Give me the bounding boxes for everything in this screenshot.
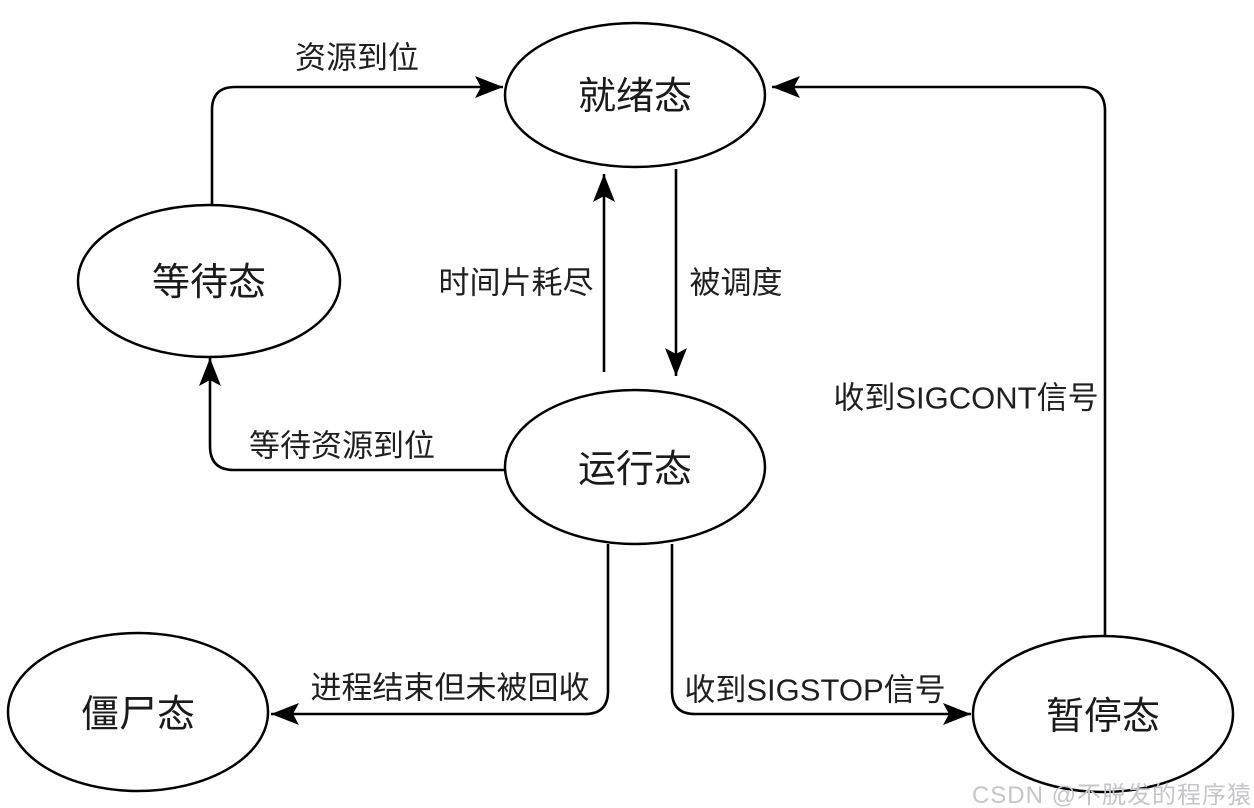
- node-paused-label: 暂停态: [1046, 696, 1160, 738]
- edge-label-paused-to-ready: 收到SIGCONT信号: [833, 381, 1098, 416]
- watermark: CSDN @不脱发的程序猿: [971, 782, 1252, 808]
- edge-label-ready-to-running: 被调度: [690, 266, 783, 301]
- node-zombie-label: 僵尸态: [81, 694, 195, 736]
- edge-label-running-to-waiting: 等待资源到位: [249, 429, 435, 464]
- edge-label-running-to-paused: 收到SIGSTOP信号: [684, 673, 945, 708]
- edge-waiting-to-ready: [210, 76, 503, 204]
- edge-label-group: 资源到位 时间片耗尽 被调度 等待资源到位 收到SIGCONT信号 进程结束但未…: [249, 41, 1099, 708]
- edge-label-running-to-zombie: 进程结束但未被回收: [311, 671, 590, 706]
- edge-running-to-waiting: [199, 358, 505, 472]
- edge-group: [199, 76, 1107, 725]
- edge-paused-to-ready: [772, 76, 1107, 636]
- node-group: 就绪态 等待态 运行态 僵尸态 暂停态: [6, 21, 1235, 794]
- edge-running-to-zombie: [271, 544, 610, 725]
- node-running-shape: [503, 388, 767, 546]
- node-ready-shape: [503, 21, 767, 169]
- edge-running-to-paused: [670, 544, 971, 725]
- node-waiting-label: 等待态: [152, 262, 266, 304]
- edge-label-running-to-ready: 时间片耗尽: [439, 266, 594, 301]
- node-waiting-shape: [76, 203, 342, 359]
- node-paused-shape: [971, 634, 1235, 794]
- node-running-label: 运行态: [578, 449, 692, 491]
- node-ready-label: 就绪态: [578, 76, 692, 118]
- node-zombie-shape: [6, 631, 270, 793]
- edge-label-waiting-to-ready: 资源到位: [295, 41, 419, 76]
